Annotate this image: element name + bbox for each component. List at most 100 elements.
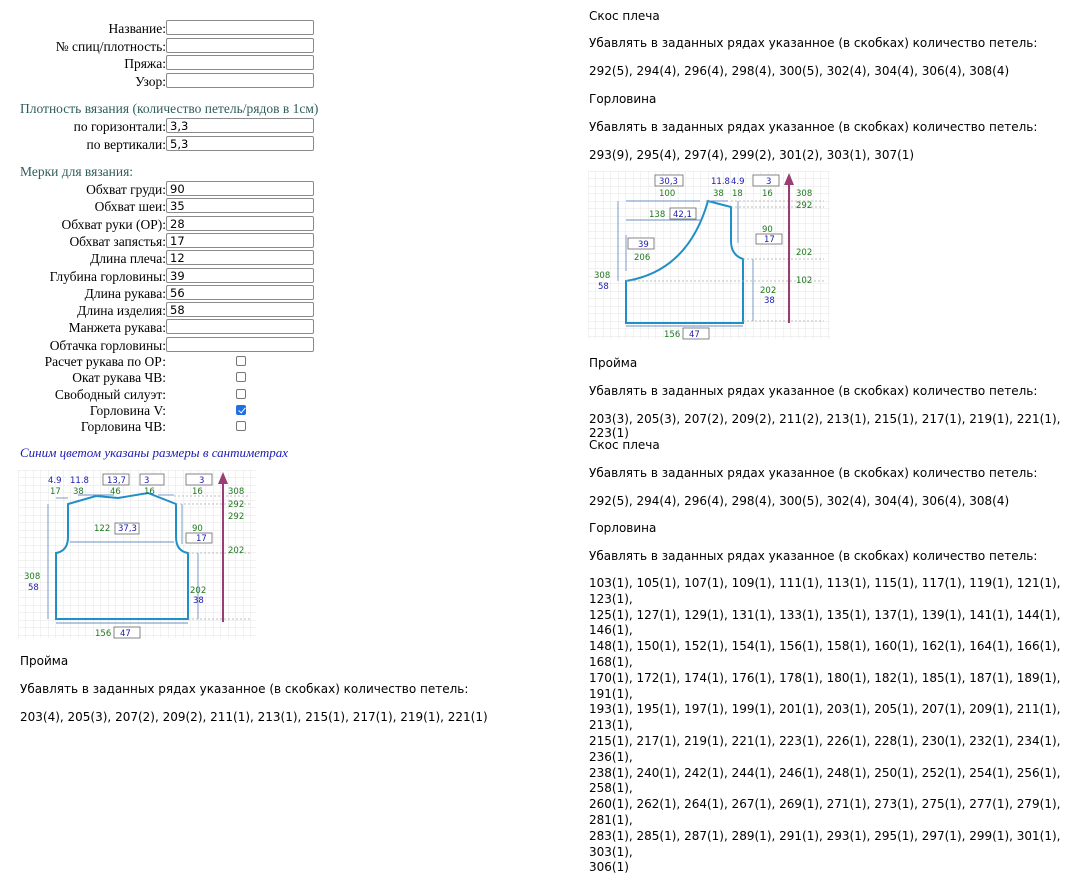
- label-left-b: 58: [598, 282, 609, 292]
- text-field[interactable]: 12: [166, 250, 314, 266]
- neckline-row-line: 125(1), 127(1), 129(1), 131(1), 133(1), …: [589, 607, 1061, 638]
- neckline-row-line: 306(1): [589, 860, 629, 875]
- label-r4: 102: [796, 276, 812, 286]
- field-label: Обхват руки (ОР):: [61, 216, 166, 232]
- label-mid-g: 138: [649, 210, 665, 220]
- text-field[interactable]: 90: [166, 181, 314, 196]
- field-label: Длина плеча:: [90, 251, 166, 267]
- size-note: Синим цветом указаны размеры в сантиметр…: [20, 445, 289, 460]
- text-field[interactable]: 58: [166, 302, 314, 318]
- label-mid-b: 42,1: [673, 210, 692, 220]
- label-r4: 202: [228, 546, 244, 556]
- label-bot-b: 47: [689, 330, 700, 340]
- field-label: Горловина V:: [89, 402, 166, 418]
- form-row: Обхват груди:90: [0, 181, 314, 198]
- field-label: Манжета рукава:: [68, 320, 166, 336]
- text-field[interactable]: 35: [166, 198, 314, 214]
- measures-title: Мерки для вязания:: [20, 164, 134, 179]
- label-lr-g: 202: [190, 586, 206, 596]
- text-field[interactable]: 56: [166, 284, 314, 300]
- label-t5: 3: [199, 476, 204, 486]
- back-outline: [55, 491, 189, 620]
- label-lr-b: 38: [193, 596, 204, 606]
- label-g1: 17: [50, 487, 61, 497]
- field-label: по вертикали:: [86, 136, 166, 152]
- neckline-title-1: Горловина: [589, 92, 657, 106]
- form-row: Название:: [0, 20, 314, 37]
- option-checkbox[interactable]: [236, 421, 246, 432]
- label-g4: 16: [144, 487, 155, 497]
- text-field[interactable]: 28: [166, 215, 314, 231]
- form-row: Обхват шеи:35: [0, 198, 314, 215]
- text-field[interactable]: [166, 55, 314, 70]
- guide-lines: [626, 200, 824, 322]
- text-field[interactable]: [166, 72, 314, 88]
- label-left-b: 58: [28, 583, 39, 593]
- field-label: Обхват груди:: [86, 182, 166, 197]
- text-field[interactable]: 5,3: [166, 135, 314, 151]
- front-pattern-diagram: 30,3 11.8 4.9 3 100 38 18 16 308 292 202…: [588, 171, 830, 340]
- armhole-rows-2: 203(3), 205(3), 207(2), 209(2), 211(2), …: [589, 412, 1061, 440]
- label-bot-g: 156: [95, 629, 111, 639]
- arrow-head-icon: [784, 173, 794, 185]
- label-r2: 292: [228, 500, 244, 510]
- label-r2: 292: [796, 201, 812, 211]
- option-checkbox[interactable]: [236, 356, 246, 366]
- arrow-head-icon: [218, 472, 228, 484]
- field-label: Название:: [108, 21, 166, 36]
- field-label: Свободный силуэт:: [54, 386, 166, 402]
- text-field[interactable]: 3,3: [166, 118, 314, 133]
- label-r1: 308: [796, 189, 812, 199]
- neckline-row-line: 148(1), 150(1), 152(1), 154(1), 156(1), …: [589, 639, 1061, 669]
- label-neck-b: 39: [638, 240, 649, 250]
- field-label: Узор:: [135, 73, 166, 89]
- form-row: Длина рукава:56: [0, 284, 314, 302]
- label-bot-g: 156: [664, 330, 680, 340]
- neckline-rows-2: 103(1), 105(1), 107(1), 109(1), 111(1), …: [589, 576, 1062, 876]
- text-field[interactable]: [166, 336, 314, 352]
- label-t4: 3: [766, 177, 771, 187]
- label-r1: 308: [228, 487, 244, 497]
- text-field[interactable]: [166, 20, 314, 35]
- label-g5: 16: [192, 487, 203, 497]
- form-row: Длина плеча:12: [0, 250, 314, 267]
- neckline-row-line: 170(1), 172(1), 174(1), 176(1), 178(1), …: [589, 670, 1061, 701]
- label-left-g: 308: [594, 271, 610, 281]
- form-row: Горловина ЧВ:: [0, 418, 246, 435]
- label-g4: 16: [762, 189, 773, 199]
- field-label: Окат рукава ЧВ:: [72, 370, 166, 386]
- label-lr-b: 38: [764, 296, 775, 306]
- label-lr-g: 202: [760, 286, 776, 296]
- neckline-row-line: 103(1), 105(1), 107(1), 109(1), 111(1), …: [589, 576, 1061, 606]
- label-t3: 13,7: [107, 476, 126, 486]
- form-row: Обхват руки (ОР):28: [0, 215, 314, 233]
- text-field[interactable]: 39: [166, 267, 314, 283]
- shoulder-rows-2: 292(5), 294(4), 296(4), 298(4), 300(5), …: [589, 494, 1010, 508]
- density-title: Плотность вязания (количество петель/ряд…: [20, 101, 319, 116]
- form-row: Свободный силуэт:: [0, 386, 246, 403]
- neckline-title-2: Горловина: [589, 521, 657, 535]
- label-neck-g: 206: [634, 253, 650, 263]
- option-checkbox[interactable]: [236, 372, 246, 383]
- label-t1: 30,3: [659, 177, 678, 187]
- text-field[interactable]: 17: [166, 232, 314, 248]
- field-label: Длина изделия:: [77, 303, 166, 319]
- label-left-g: 308: [24, 572, 40, 582]
- label-side-g: 90: [762, 225, 773, 235]
- label-mid-g: 122: [94, 524, 110, 534]
- grid: [588, 171, 830, 339]
- label-g1: 100: [659, 189, 675, 199]
- field-label: Длина рукава:: [84, 285, 166, 301]
- option-checkbox[interactable]: [236, 404, 246, 415]
- option-checkbox[interactable]: [236, 388, 246, 399]
- dimension-lines: [47, 494, 199, 624]
- text-field[interactable]: [166, 319, 314, 335]
- neckline-row-line: 238(1), 240(1), 242(1), 244(1), 246(1), …: [589, 765, 1061, 796]
- neckline-instruction-1: Убавлять в заданных рядах указанное (в с…: [589, 120, 1038, 134]
- label-side-g: 90: [192, 524, 203, 534]
- shoulder-rows-1: 292(5), 294(4), 296(4), 298(4), 300(5), …: [589, 64, 1010, 78]
- text-field[interactable]: [166, 37, 314, 53]
- label-t4: 3: [144, 476, 149, 486]
- label-bot-b: 47: [120, 629, 131, 639]
- armhole-instruction-2: Убавлять в заданных рядах указанное (в с…: [589, 384, 1038, 398]
